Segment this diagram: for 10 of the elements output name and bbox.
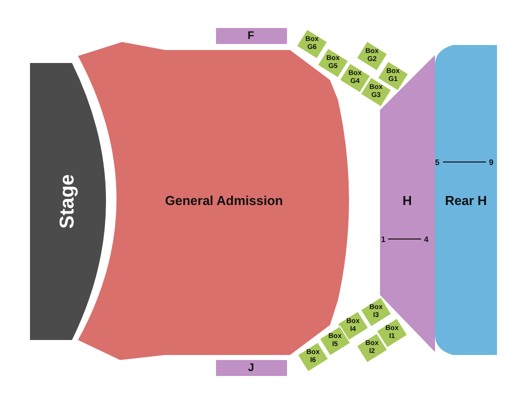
section-label: H bbox=[402, 194, 412, 208]
section-label: General Admission bbox=[165, 194, 283, 208]
section-label: F bbox=[248, 30, 254, 42]
section-label: Rear H bbox=[445, 194, 487, 208]
section-label: J bbox=[248, 362, 254, 374]
seat-number: 1 bbox=[381, 234, 386, 244]
seat-number: 4 bbox=[424, 234, 428, 244]
seat-number: 5 bbox=[435, 158, 440, 166]
stage-label: Stage bbox=[56, 174, 80, 228]
seat-number: 9 bbox=[489, 158, 494, 166]
